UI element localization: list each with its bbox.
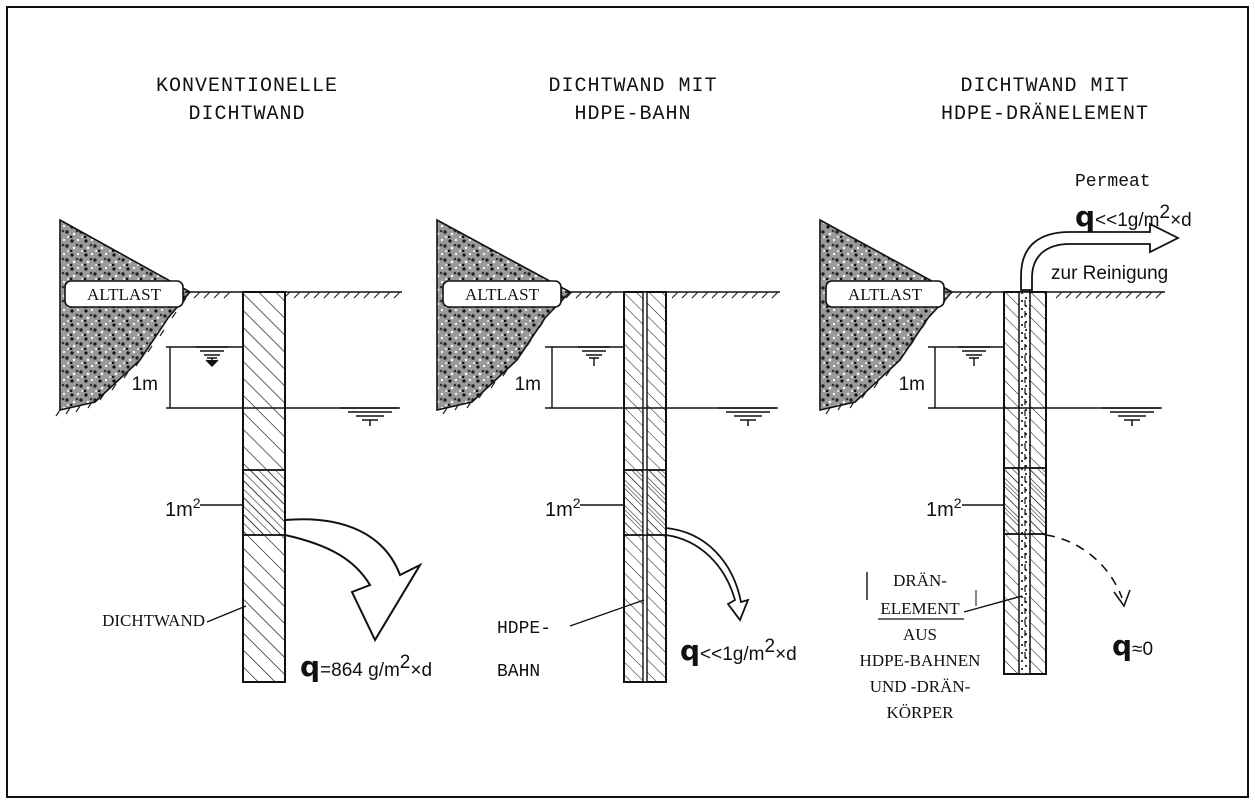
panel2-altlast-mound	[436, 218, 572, 412]
panel2-wall-leader	[569, 599, 645, 627]
panel1-flow-arrow	[284, 518, 423, 643]
panel3-reinigung-label: zur Reinigung	[1051, 263, 1168, 284]
panel1-title-line1: KONVENTIONELLE	[156, 75, 338, 98]
panel3-element-line1: DRÄN-	[893, 571, 947, 590]
panel1-wall-label: DICHTWAND	[102, 611, 205, 630]
panel3-ground-ticks	[945, 291, 1163, 299]
panel3-height-label: 1m	[899, 374, 925, 395]
panel2-ground-ticks	[565, 291, 779, 299]
panel2-water-symbol-upper	[578, 346, 610, 366]
panel3-flux: q≈0	[1112, 629, 1153, 662]
panel3-dashed-arrowhead	[1113, 589, 1131, 608]
panel3-permeat-arrow	[1020, 222, 1181, 291]
panel-hdpe-draenelement: DICHTWAND MIT HDPE-DRÄNELEMENT ALTLAST 1…	[819, 75, 1192, 722]
panel2-height-label: 1m	[515, 374, 541, 395]
outer-border	[6, 6, 1249, 798]
panel3-area-label: 1m2	[926, 495, 962, 521]
panel2-flux: q<<1g/m2×d	[680, 634, 797, 667]
panel1-water-symbol-upper	[196, 346, 228, 367]
panel1-flux: q=864 g/m2×d	[300, 650, 432, 683]
panel3-slope-ticks	[825, 295, 949, 415]
panel3-element-line6: KÖRPER	[886, 703, 954, 722]
panel3-altlast-mound	[819, 218, 954, 412]
panel2-wall-label-line2: BAHN	[497, 662, 540, 682]
panel1-title-line2: DICHTWAND	[188, 103, 305, 126]
panel3-permeat-flux: q<<1g/m2×d	[1075, 200, 1192, 233]
panel2-title-line1: DICHTWAND MIT	[548, 75, 717, 98]
panel2-area-label: 1m2	[545, 495, 581, 521]
panel1-height-label: 1m	[132, 374, 158, 395]
panel-hdpe-bahn: DICHTWAND MIT HDPE-BAHN ALTLAST 1m 1m2 H…	[436, 75, 797, 683]
panel2-altlast-box	[442, 280, 562, 308]
panel3-dashed-flow	[1045, 534, 1123, 599]
panel-conventional: KONVENTIONELLE DICHTWAND ALTLAST 1m 1m2 …	[55, 75, 432, 683]
panel1-altlast-box	[64, 280, 184, 308]
panel3-element-leader	[963, 595, 1023, 613]
panel3-altlast-box	[825, 280, 945, 308]
panel3-element-line3: AUS	[903, 625, 937, 644]
panel2-title-line2: HDPE-BAHN	[574, 103, 691, 126]
panel3-title-line1: DICHTWAND MIT	[960, 75, 1129, 98]
panel2-water-symbol-lower	[718, 407, 776, 426]
panel3-water-symbol-upper	[958, 346, 990, 366]
panel1-wall-leader	[206, 605, 247, 623]
panel3-permeat-label: Permeat	[1075, 172, 1151, 192]
panel1-slope-ticks	[55, 297, 187, 417]
panel1-area-label: 1m2	[165, 495, 201, 521]
panel2-wall-label-line1: HDPE-	[497, 619, 551, 639]
panel2-slope-ticks	[442, 295, 566, 415]
panel1-wall-area-segment	[242, 469, 286, 536]
panel2-altlast-label: ALTLAST	[465, 285, 540, 304]
panel2-flow-arrow	[665, 527, 750, 622]
panel3-element-line4: HDPE-BAHNEN	[860, 651, 981, 670]
panel2-hdpe-sheet-area	[642, 469, 648, 536]
panel3-altlast-label: ALTLAST	[848, 285, 923, 304]
panel3-element-line5: UND -DRÄN-	[870, 677, 971, 696]
panel1-altlast-label: ALTLAST	[87, 285, 162, 304]
panel3-element-line2: ELEMENT	[880, 599, 960, 618]
panel3-title-line2: HDPE-DRÄNELEMENT	[941, 103, 1149, 126]
panel1-water-symbol-lower	[340, 407, 398, 426]
panel1-ground-ticks	[183, 291, 401, 299]
panel3-water-symbol-lower	[1102, 407, 1160, 426]
